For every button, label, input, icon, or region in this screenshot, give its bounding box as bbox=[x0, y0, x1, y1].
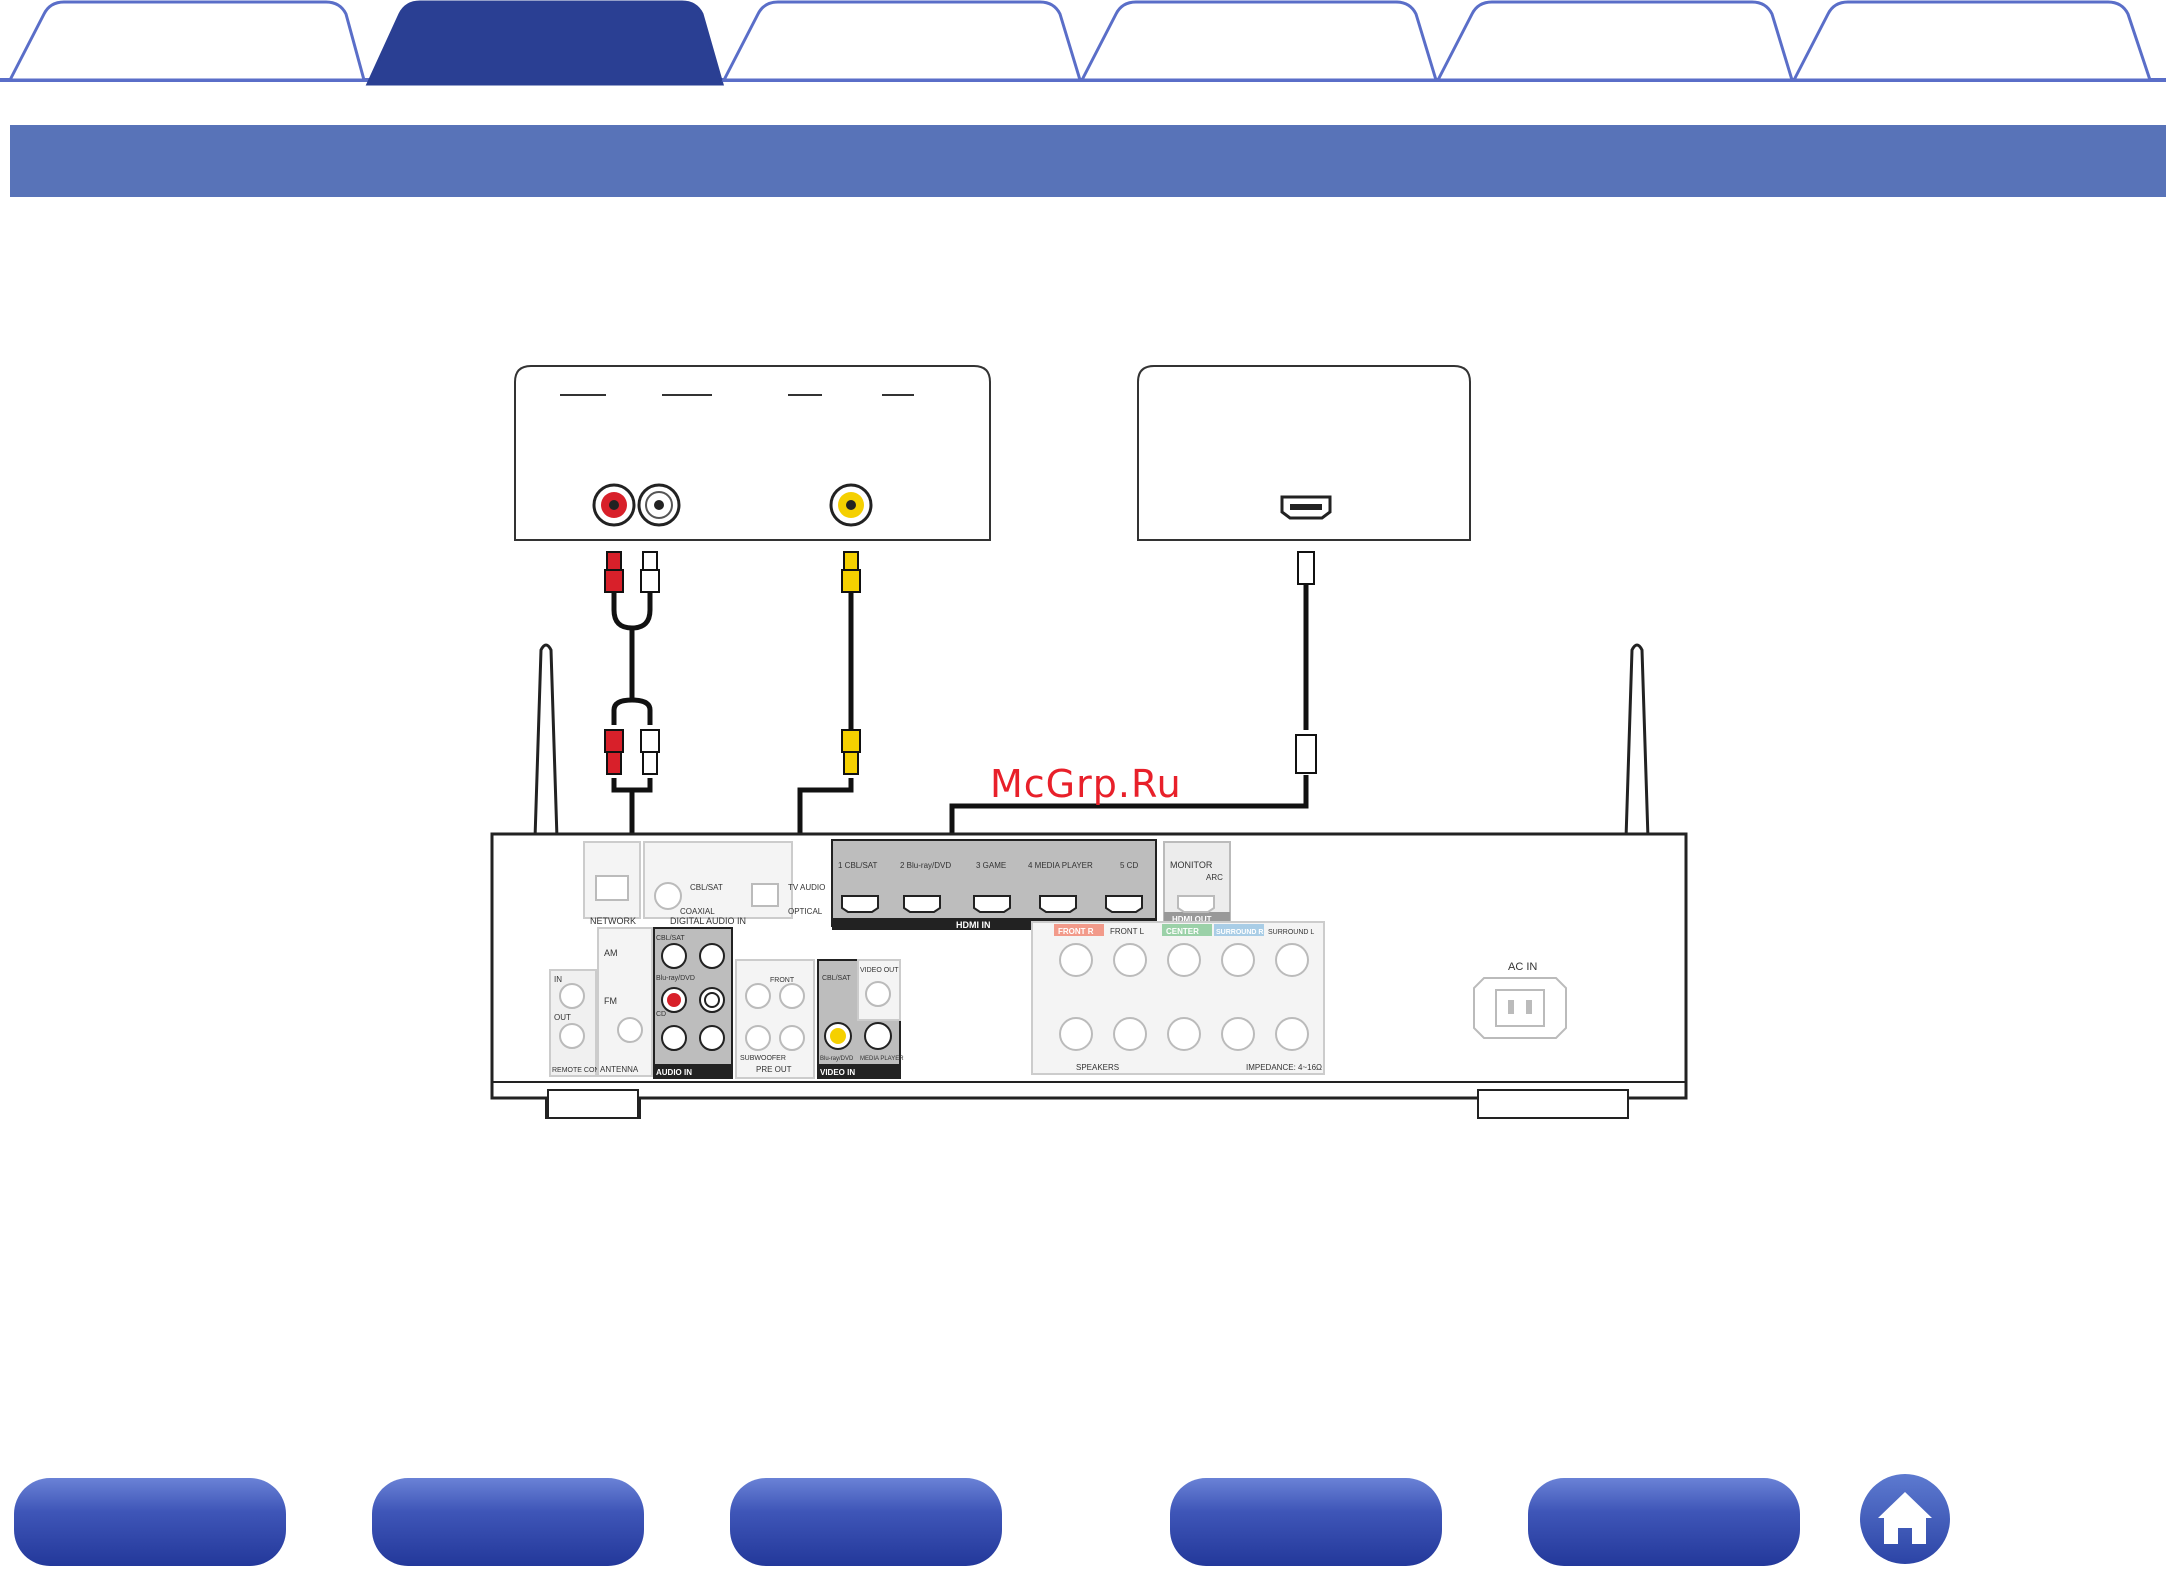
hdmi-input-2-label: 2 Blu-ray/DVD bbox=[900, 861, 951, 870]
hdmi-input-5-label: 5 CD bbox=[1120, 861, 1138, 870]
tab-4[interactable] bbox=[1079, 0, 1439, 82]
rca-plug-red bbox=[604, 551, 624, 775]
audio-in-label: AUDIO IN bbox=[656, 1068, 692, 1077]
video-in-label: VIDEO IN bbox=[820, 1068, 855, 1077]
tab-5[interactable] bbox=[1435, 0, 1795, 82]
rca-jack-icon bbox=[592, 483, 636, 527]
network-label: NETWORK bbox=[590, 916, 636, 926]
rca-jack-icon bbox=[661, 943, 725, 1051]
rca-jack-icon bbox=[637, 483, 681, 527]
tab-strip bbox=[0, 0, 2166, 86]
analog-source-device bbox=[514, 365, 991, 541]
video-cbl-label: CBL/SAT bbox=[822, 975, 851, 982]
receiver-back-panel: NETWORK CBL/SAT COAXIAL TV AUDIO OPTICAL… bbox=[490, 832, 1688, 1119]
home-button[interactable] bbox=[1860, 1474, 1950, 1564]
front-preout-label: FRONT bbox=[770, 977, 795, 984]
tab-2[interactable] bbox=[365, 0, 724, 86]
hdmi-port-icon bbox=[1280, 495, 1332, 520]
ac-in-label: AC IN bbox=[1508, 961, 1537, 973]
remote-control-label: REMOTE CONTROL bbox=[552, 1067, 618, 1074]
center-label: CENTER bbox=[1166, 927, 1199, 936]
coaxial-label: COAXIAL bbox=[680, 907, 715, 916]
hdmi-input-1-label: 1 CBL/SAT bbox=[838, 861, 878, 870]
hdmi-arc-label: ARC bbox=[1206, 873, 1223, 882]
watermark-text: McGrp.Ru bbox=[990, 762, 1182, 806]
audio-bd-label: Blu-ray/DVD bbox=[656, 975, 695, 982]
nav-button-3[interactable] bbox=[730, 1478, 1002, 1566]
antenna-label: ANTENNA bbox=[600, 1065, 639, 1074]
nav-button-2[interactable] bbox=[372, 1478, 644, 1566]
tv-audio-label: TV AUDIO bbox=[788, 883, 825, 892]
hdmi-out-label: HDMI OUT bbox=[1172, 915, 1212, 924]
hdmi-input-3-label: 3 GAME bbox=[976, 861, 1006, 870]
nav-button-1[interactable] bbox=[14, 1478, 286, 1566]
fm-label: FM bbox=[604, 996, 617, 1006]
optical-label: OPTICAL bbox=[788, 907, 823, 916]
hdmi-in-label: HDMI IN bbox=[956, 920, 991, 930]
section-title-bar bbox=[10, 125, 2166, 197]
audio-cbl-label: CBL/SAT bbox=[656, 935, 685, 942]
pre-out-label: PRE OUT bbox=[756, 1065, 792, 1074]
home-icon bbox=[1878, 1492, 1932, 1544]
am-label: AM bbox=[604, 948, 618, 958]
tab-3[interactable] bbox=[721, 0, 1083, 82]
surround-r-label: SURROUND R bbox=[1216, 929, 1263, 936]
front-l-label: FRONT L bbox=[1110, 927, 1145, 936]
speakers-label: SPEAKERS bbox=[1076, 1063, 1119, 1072]
rca-plug-white bbox=[640, 551, 660, 775]
front-r-label: FRONT R bbox=[1058, 927, 1094, 936]
rca-plug-yellow bbox=[841, 551, 861, 775]
speaker-terminals bbox=[1059, 943, 1309, 1051]
nav-button-5[interactable] bbox=[1528, 1478, 1800, 1566]
audio-cd-label: CD bbox=[656, 1011, 666, 1018]
hdmi-monitor-label: MONITOR bbox=[1170, 860, 1213, 870]
hdmi-source-device bbox=[1137, 365, 1471, 541]
hdmi-input-4-label: 4 MEDIA PLAYER bbox=[1028, 861, 1093, 870]
hdmi-plug bbox=[1295, 551, 1317, 774]
impedance-label: IMPEDANCE: 4~16Ω bbox=[1246, 1063, 1322, 1072]
digital-audio-label: DIGITAL AUDIO IN bbox=[670, 916, 746, 926]
remote-in-label: IN bbox=[554, 975, 562, 984]
hdmi-port-icon bbox=[841, 895, 1143, 913]
rca-jack-icon bbox=[829, 483, 873, 527]
tab-6[interactable] bbox=[1791, 0, 2153, 82]
nav-button-4[interactable] bbox=[1170, 1478, 1442, 1566]
subwoofer-label: SUBWOOFER bbox=[740, 1055, 786, 1062]
video-out-label: VIDEO OUT bbox=[860, 967, 899, 974]
remote-out-label: OUT bbox=[554, 1013, 571, 1022]
digital-cbl-label: CBL/SAT bbox=[690, 883, 723, 892]
video-mp-label: MEDIA PLAYER bbox=[860, 1056, 904, 1062]
tab-1[interactable] bbox=[7, 0, 366, 82]
video-bd-label: Blu-ray/DVD bbox=[820, 1056, 854, 1062]
surround-l-label: SURROUND L bbox=[1268, 929, 1314, 936]
